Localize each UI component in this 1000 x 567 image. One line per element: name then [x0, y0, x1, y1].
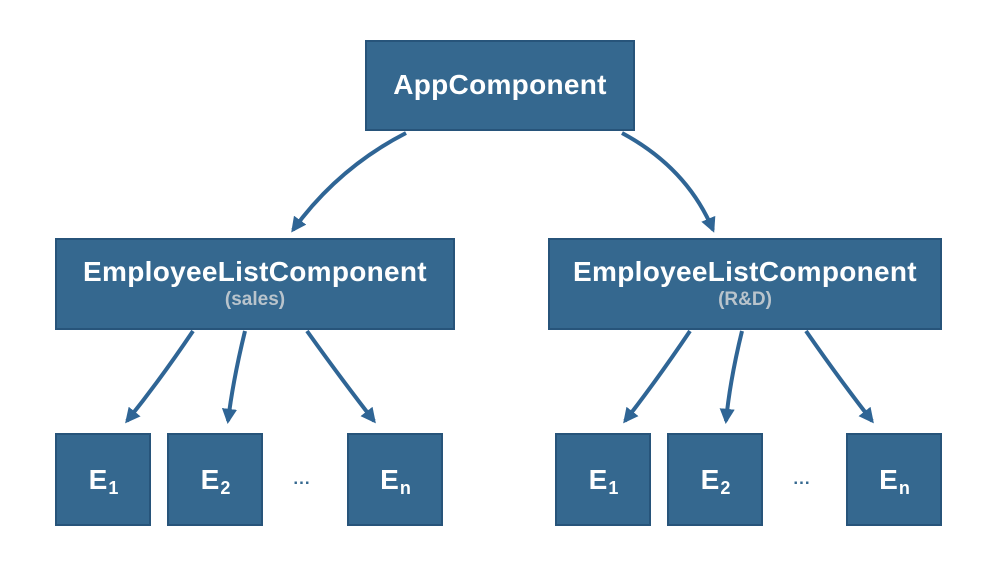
- node-employee-list-rnd-subtitle: (R&D): [718, 289, 772, 311]
- arrow-sales-to-e2: [221, 330, 247, 425]
- node-app-component: AppComponent: [365, 40, 635, 131]
- node-employee-list-sales-title: EmployeeListComponent: [83, 255, 427, 287]
- arrow-rnd-to-e1: [623, 329, 692, 424]
- employee-label: E2: [700, 463, 731, 498]
- arrow-sales-to-en: [305, 329, 376, 424]
- node-employee-sales-e2: E2: [167, 433, 263, 526]
- ellipsis-rnd: ...: [793, 469, 811, 488]
- arrow-sales-to-e1: [125, 329, 195, 424]
- arrow-root-to-sales: [291, 131, 407, 233]
- arrow-root-to-rnd: [621, 131, 716, 233]
- node-employee-list-rnd-title: EmployeeListComponent: [573, 255, 917, 287]
- node-employee-sales-en: En: [347, 433, 443, 526]
- node-employee-rnd-en: En: [846, 433, 942, 526]
- node-employee-rnd-e1: E1: [555, 433, 651, 526]
- employee-label: En: [380, 463, 411, 498]
- node-employee-list-rnd: EmployeeListComponent (R&D): [548, 238, 942, 330]
- employee-label: E1: [88, 463, 119, 498]
- arrow-rnd-to-e2: [719, 330, 744, 425]
- node-app-component-label: AppComponent: [393, 69, 607, 101]
- arrow-rnd-to-en: [804, 329, 874, 424]
- node-employee-sales-e1: E1: [55, 433, 151, 526]
- employee-label: E2: [200, 463, 231, 498]
- employee-label: En: [879, 463, 910, 498]
- node-employee-list-sales-subtitle: (sales): [224, 289, 286, 311]
- node-employee-list-sales: EmployeeListComponent (sales): [55, 238, 455, 330]
- ellipsis-sales: ...: [293, 469, 311, 488]
- node-employee-rnd-e2: E2: [667, 433, 763, 526]
- employee-label: E1: [588, 463, 619, 498]
